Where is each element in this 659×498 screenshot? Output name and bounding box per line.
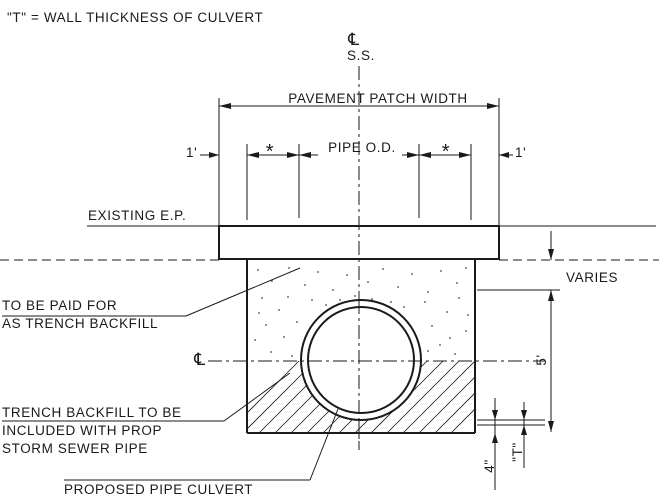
varies-label: VARIES — [566, 270, 618, 285]
four-inch-arrow-bottom — [492, 433, 498, 443]
asterisk-right-label: * — [442, 141, 450, 163]
patch-width-arrow-right — [487, 103, 499, 109]
asterisk-right-arrow-a — [419, 152, 431, 158]
pavement-patch-width-label: PAVEMENT PATCH WIDTH — [288, 91, 468, 106]
pavement-patch-slab — [218, 225, 500, 260]
one-foot-right-label: 1' — [515, 145, 526, 160]
four-inch-label: 4" — [482, 459, 497, 473]
asterisk-left-arrow-a — [247, 152, 259, 158]
one-foot-left-arrow — [209, 152, 219, 158]
asterisk-left-arrow-b — [287, 152, 299, 158]
patch-width-arrow-left — [219, 103, 231, 109]
proposed-pipe-leader — [309, 408, 339, 481]
pipe-od-arrow-right — [407, 152, 419, 158]
paid-leader — [185, 267, 301, 317]
proposed-pipe-label: PROPOSED PIPE CULVERT — [64, 482, 253, 497]
backfill-label-line2: INCLUDED WITH PROP — [2, 423, 162, 438]
t-arrow-bottom — [521, 425, 527, 435]
pipe-od-label: PIPE O.D. — [328, 140, 396, 155]
pipe-culvert-inner — [307, 306, 415, 414]
t-label: "T" — [510, 442, 525, 462]
five-feet-arrow-bottom — [548, 421, 554, 432]
varies-arrow-top — [548, 249, 554, 260]
one-foot-left-label: 1' — [186, 145, 197, 160]
five-feet-label: 5' — [534, 354, 549, 365]
pipe-centerline-symbol: ℄ — [193, 350, 206, 369]
asterisk-left-label: * — [266, 141, 274, 163]
storm-sewer-label: S.S. — [347, 48, 375, 63]
asterisk-right-arrow-b — [459, 152, 471, 158]
backfill-leader — [223, 372, 291, 422]
one-foot-right-arrow — [499, 152, 509, 158]
paid-label-line1: TO BE PAID FOR — [2, 298, 117, 313]
pipe-od-arrow-left — [299, 152, 311, 158]
trench-stipple — [254, 267, 469, 357]
existing-ep-label: EXISTING E.P. — [88, 208, 186, 223]
varies-arrow-bottom — [548, 290, 554, 301]
backfill-label-line1: TRENCH BACKFILL TO BE — [2, 405, 182, 420]
centerline-symbol: ℄ — [347, 30, 360, 49]
backfill-label-line3: STORM SEWER PIPE — [2, 441, 148, 456]
wall-thickness-note: "T" = WALL THICKNESS OF CULVERT — [7, 10, 263, 25]
four-inch-arrow-top — [492, 410, 498, 420]
t-arrow-top — [521, 410, 527, 420]
paid-label-line2: AS TRENCH BACKFILL — [2, 316, 158, 331]
